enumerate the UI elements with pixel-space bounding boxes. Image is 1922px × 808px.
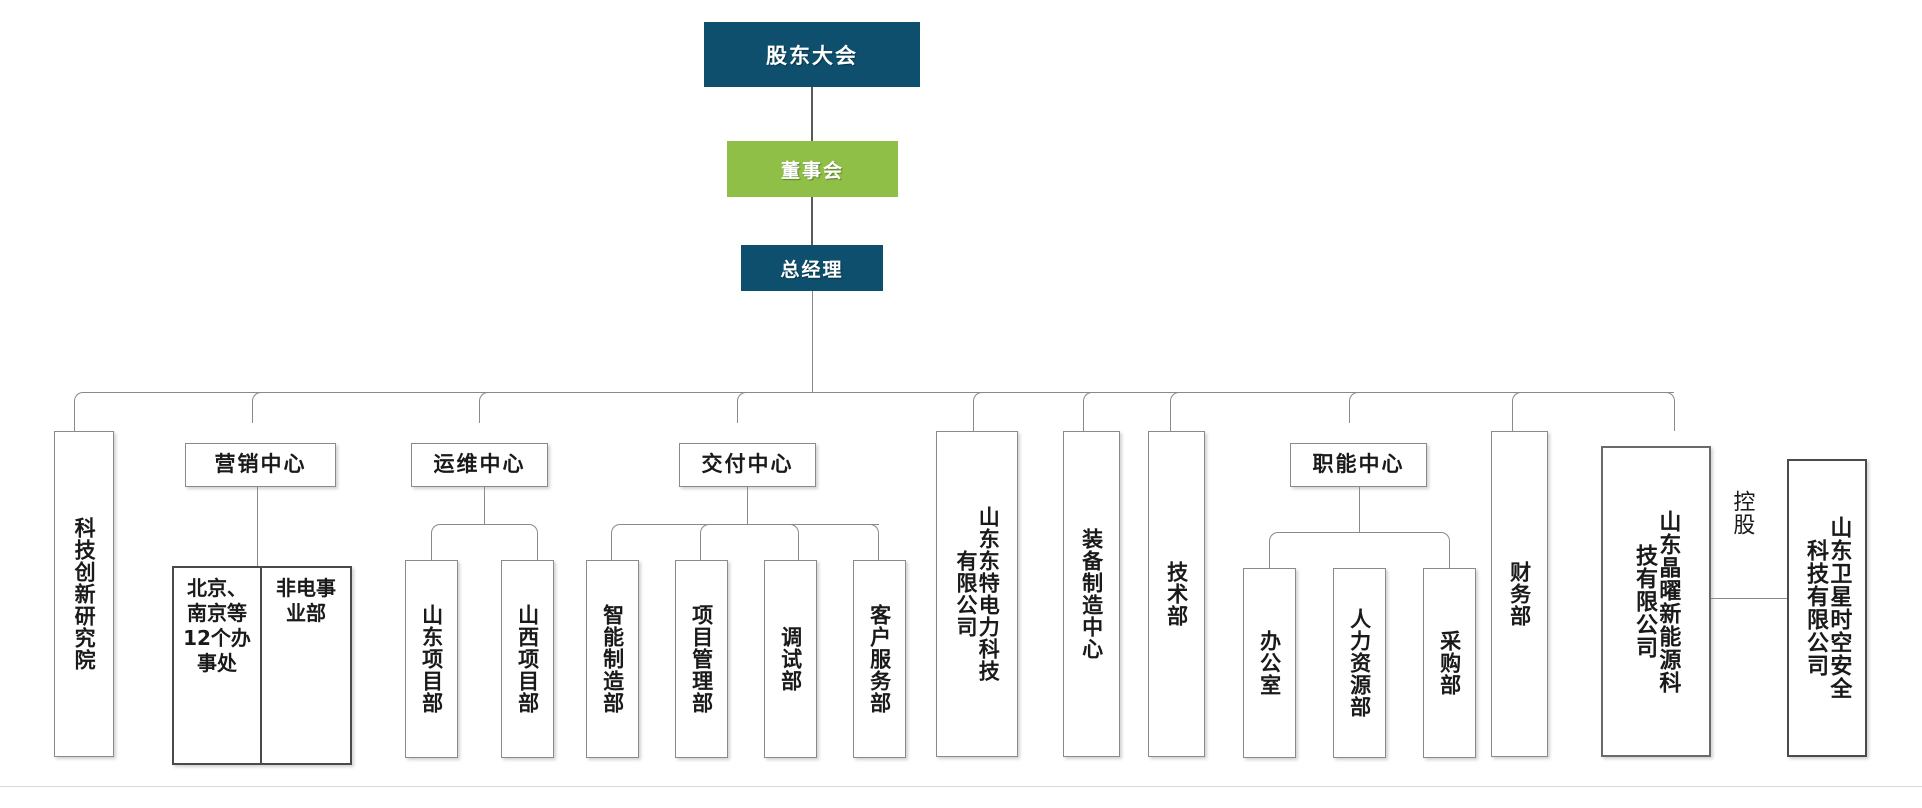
connector-delivery-bus xyxy=(620,524,879,525)
bus-drop-delivery xyxy=(737,392,747,423)
node-offices-12[interactable]: 北京、南京等12个办事处 xyxy=(174,568,262,763)
node-dongte-power-company[interactable]: 山东东特电力科技有限公司 xyxy=(936,431,1018,757)
delivery-drop-smart-mfg xyxy=(611,524,621,560)
node-label: 财务部 xyxy=(1507,561,1532,627)
node-label: 职能中心 xyxy=(1312,452,1405,477)
node-board-of-directors[interactable]: 董事会 xyxy=(727,141,898,197)
node-general-manager[interactable]: 总经理 xyxy=(741,245,883,291)
delivery-drop-commissioning xyxy=(789,524,799,560)
node-label: 山东晶曜新能源科技有限公司 xyxy=(1632,509,1681,694)
node-label: 客户服务部 xyxy=(867,604,892,714)
node-customer-service-dept[interactable]: 客户服务部 xyxy=(853,560,906,758)
node-label: 办公室 xyxy=(1257,630,1282,696)
node-procurement-dept[interactable]: 采购部 xyxy=(1423,568,1476,758)
node-label: 营销中心 xyxy=(214,452,307,477)
bus-drop-equipment xyxy=(1083,392,1093,431)
page-bottom-divider xyxy=(0,786,1922,787)
node-non-power-division[interactable]: 非电事业部 xyxy=(262,568,350,763)
node-human-resources-dept[interactable]: 人力资源部 xyxy=(1333,568,1386,758)
bus-drop-rd-institute xyxy=(74,392,84,431)
node-smart-manufacturing-dept[interactable]: 智能制造部 xyxy=(586,560,639,758)
node-shanxi-project-dept[interactable]: 山西项目部 xyxy=(501,560,554,758)
node-weixing-space-security-company[interactable]: 山东卫星时空安全科技有限公司 xyxy=(1787,459,1867,757)
node-label: 股东大会 xyxy=(766,43,858,68)
node-label: 调试部 xyxy=(778,626,803,692)
node-equipment-manufacturing-center[interactable]: 装备制造中心 xyxy=(1063,431,1120,757)
node-label: 科技创新研究院 xyxy=(72,517,97,671)
connector-board-to-gm xyxy=(811,197,813,245)
node-label: 采购部 xyxy=(1437,630,1462,696)
connector-shareholders-to-board xyxy=(811,87,813,141)
ops-drop-shanxi xyxy=(528,524,538,560)
node-commissioning-dept[interactable]: 调试部 xyxy=(764,560,817,758)
functional-drop-office xyxy=(1269,532,1279,568)
bus-drop-functional xyxy=(1349,392,1359,423)
connector-functional-bus xyxy=(1278,532,1441,533)
node-label: 山西项目部 xyxy=(515,604,540,714)
bus-drop-dongte xyxy=(973,392,983,431)
holding-relationship-label: 控股 xyxy=(1729,490,1755,536)
connector-marketing-down xyxy=(257,487,258,566)
node-label: 智能制造部 xyxy=(600,604,625,714)
connector-ops-bus xyxy=(440,524,529,525)
node-label: 山东卫星时空安全科技有限公司 xyxy=(1803,516,1852,700)
node-marketing-center[interactable]: 营销中心 xyxy=(185,443,336,487)
bus-drop-marketing xyxy=(252,392,262,423)
node-label: 运维中心 xyxy=(433,452,526,477)
connector-functional-down xyxy=(1359,487,1360,532)
node-label: 山东项目部 xyxy=(419,604,444,714)
connector-delivery-down xyxy=(747,487,748,524)
node-label: 人力资源部 xyxy=(1347,608,1372,718)
connector-jingyao-to-weixing xyxy=(1711,598,1787,599)
node-label: 非电事业部 xyxy=(276,576,336,625)
bus-drop-jingyao xyxy=(1665,392,1675,431)
connector-ops-down xyxy=(484,487,485,524)
node-label: 技术部 xyxy=(1164,561,1189,627)
node-label: 山东东特电力科技有限公司 xyxy=(954,506,1001,682)
bus-drop-finance xyxy=(1512,392,1522,431)
node-jingyao-new-energy-company[interactable]: 山东晶曜新能源科技有限公司 xyxy=(1601,446,1711,757)
functional-drop-procurement xyxy=(1440,532,1450,568)
node-label: 董事会 xyxy=(780,159,844,182)
marketing-children-group: 北京、南京等12个办事处 非电事业部 xyxy=(172,566,352,765)
node-label: 交付中心 xyxy=(701,452,794,477)
connector-gm-to-bus xyxy=(812,291,813,392)
node-finance-dept[interactable]: 财务部 xyxy=(1491,431,1548,757)
bus-drop-ops xyxy=(479,392,489,423)
bus-drop-technology xyxy=(1170,392,1180,431)
node-technology-dept[interactable]: 技术部 xyxy=(1148,431,1205,757)
node-label: 北京、南京等12个办事处 xyxy=(183,576,251,675)
main-connector-bus xyxy=(83,392,1674,393)
node-label: 总经理 xyxy=(780,258,844,281)
node-delivery-center[interactable]: 交付中心 xyxy=(679,443,816,487)
node-ops-center[interactable]: 运维中心 xyxy=(411,443,548,487)
delivery-drop-customer-service xyxy=(869,524,879,560)
node-label: 项目管理部 xyxy=(689,604,714,714)
node-label: 装备制造中心 xyxy=(1079,528,1104,660)
ops-drop-shandong xyxy=(431,524,441,560)
node-office-dept[interactable]: 办公室 xyxy=(1243,568,1296,758)
node-shandong-project-dept[interactable]: 山东项目部 xyxy=(405,560,458,758)
node-shareholders-meeting[interactable]: 股东大会 xyxy=(704,22,920,87)
node-rd-institute[interactable]: 科技创新研究院 xyxy=(54,431,114,757)
node-functional-center[interactable]: 职能中心 xyxy=(1290,443,1427,487)
delivery-drop-project-mgmt xyxy=(700,524,710,560)
node-project-management-dept[interactable]: 项目管理部 xyxy=(675,560,728,758)
